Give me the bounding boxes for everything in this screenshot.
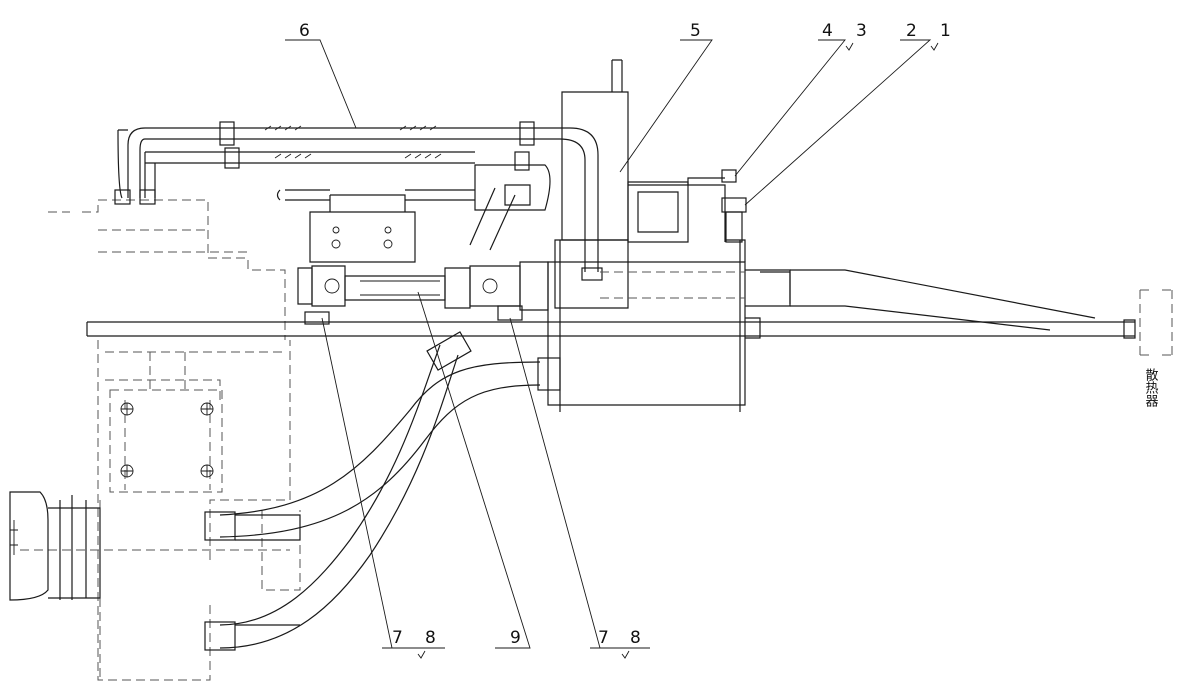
- frame-rail: [86, 319, 1136, 339]
- mount-bolt-holes: [120, 402, 214, 478]
- drive-shaft: [297, 261, 549, 325]
- valve-block: [276, 164, 551, 263]
- callout-7-right: 7: [598, 628, 609, 648]
- upper-hose-bundle: [114, 121, 603, 281]
- group-tick-1-2: [930, 42, 939, 51]
- callout-9: 9: [510, 628, 521, 648]
- radiator-symbol: 散热器: [1139, 289, 1173, 408]
- engine-outline-dashed: [20, 199, 301, 681]
- callout-8-left: 8: [425, 628, 436, 648]
- pump-body: [554, 59, 726, 309]
- group-tick-3-4: [845, 42, 854, 51]
- callout-4: 4: [822, 21, 833, 41]
- lower-hoses: [204, 331, 561, 651]
- fastener: [721, 169, 747, 243]
- cylinder-housing: [547, 239, 791, 412]
- callout-6: 6: [299, 21, 310, 41]
- leader-lines: [285, 39, 932, 649]
- radiator-label: 散热器: [1143, 368, 1159, 408]
- callout-7-left: 7: [392, 628, 403, 648]
- group-tick-7-8-right: [621, 650, 630, 659]
- callout-1: 1: [940, 21, 951, 41]
- radiator-hose: [745, 269, 1096, 339]
- callout-3: 3: [856, 21, 867, 41]
- pulley: [9, 491, 101, 601]
- callout-5: 5: [690, 21, 701, 41]
- callout-8-right: 8: [630, 628, 641, 648]
- callout-2: 2: [906, 21, 917, 41]
- group-tick-7-8-left: [417, 650, 426, 659]
